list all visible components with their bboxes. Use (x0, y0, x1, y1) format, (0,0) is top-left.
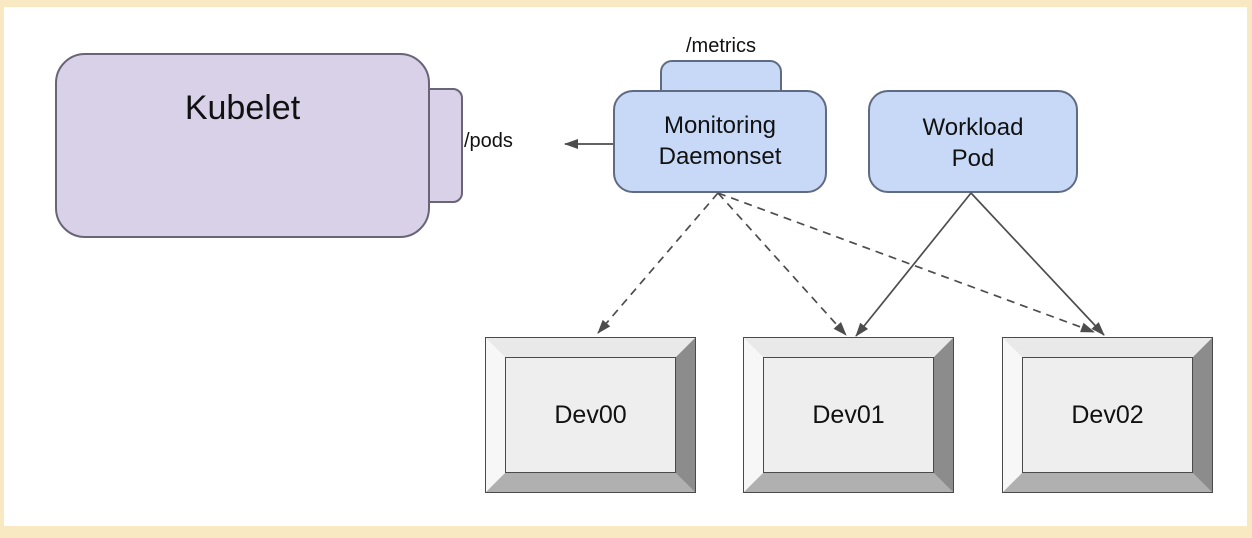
monitoring-daemonset-label: Monitoring Daemonset (615, 110, 825, 172)
monitoring-daemonset-node: Monitoring Daemonset (613, 90, 827, 193)
kubelet-node: Kubelet (55, 53, 430, 238)
device-node-dev00: Dev00 (485, 337, 696, 493)
device-face: Dev00 (505, 357, 676, 473)
device-node-dev02: Dev02 (1002, 337, 1213, 493)
device-label: Dev02 (1071, 400, 1144, 429)
device-label: Dev01 (812, 400, 885, 429)
workload-pod-node: Workload Pod (868, 90, 1078, 193)
workload-pod-label-line1: Workload (922, 114, 1024, 141)
device-bezel (744, 338, 953, 492)
kubelet-label: Kubelet (184, 89, 301, 127)
device-bezel (1003, 338, 1212, 492)
device-node-dev01: Dev01 (743, 337, 954, 493)
device-label: Dev00 (554, 400, 627, 429)
device-face: Dev02 (1022, 357, 1193, 473)
workload-pod-label: Workload Pod (870, 112, 1076, 174)
metrics-endpoint-label: /metrics (686, 35, 756, 57)
device-bezel (486, 338, 695, 492)
monitoring-daemonset-label-line1: Monitoring (663, 112, 777, 139)
monitoring-daemonset-label-line2: Daemonset (658, 143, 782, 170)
device-face: Dev01 (763, 357, 934, 473)
pods-endpoint-label: /pods (464, 130, 513, 152)
workload-pod-label-line2: Pod (951, 145, 995, 172)
